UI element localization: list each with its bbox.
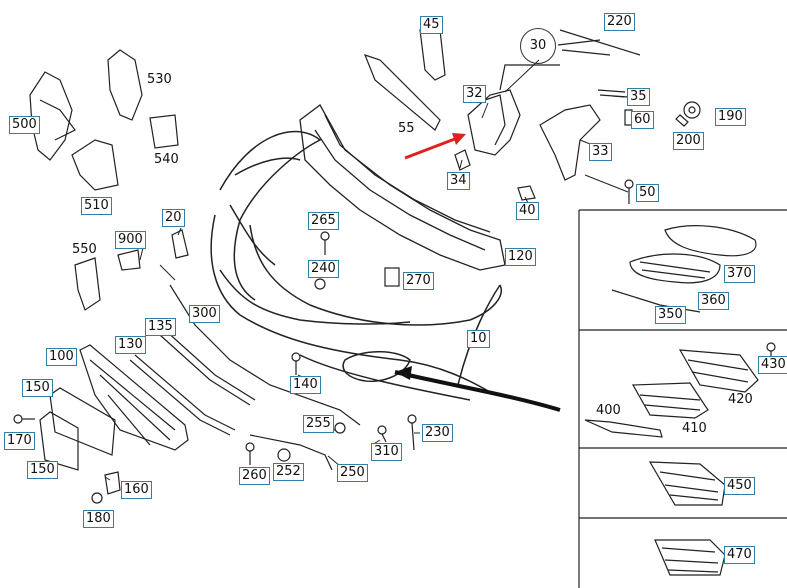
inset-pointer-arrow	[394, 370, 561, 412]
callout-500: 500	[9, 116, 40, 134]
callout-230: 230	[422, 424, 453, 442]
callout-300: 300	[189, 305, 220, 323]
callout-200: 200	[673, 132, 704, 150]
callout-34: 34	[447, 172, 470, 190]
callout-420: 420	[728, 392, 753, 407]
callout-150-bottom: 150	[27, 461, 58, 479]
callout-360: 360	[698, 292, 729, 310]
callout-180: 180	[83, 510, 114, 528]
callout-530: 530	[147, 72, 172, 87]
callout-430: 430	[758, 356, 787, 374]
callout-160: 160	[121, 481, 152, 499]
callout-310: 310	[371, 443, 402, 461]
callout-20: 20	[162, 209, 185, 227]
callout-40: 40	[516, 202, 539, 220]
inset-pointer-arrowhead	[395, 366, 412, 380]
callout-220: 220	[604, 13, 635, 31]
callout-410: 410	[682, 421, 707, 436]
callout-265: 265	[308, 212, 339, 230]
callout-35: 35	[627, 88, 650, 106]
callout-32: 32	[463, 85, 486, 103]
callout-130: 130	[115, 336, 146, 354]
fasteners	[13, 101, 776, 504]
upper-brackets	[363, 29, 641, 201]
callout-33: 33	[589, 143, 612, 161]
callout-10: 10	[467, 330, 490, 348]
bumper-cover	[210, 130, 502, 401]
callout-150-top: 150	[22, 379, 53, 397]
leader-lines	[104, 59, 629, 481]
red-arrow	[404, 133, 466, 160]
callout-400: 400	[596, 403, 621, 418]
callout-510: 510	[81, 197, 112, 215]
callout-170: 170	[4, 432, 35, 450]
callout-370: 370	[724, 265, 755, 283]
callout-240: 240	[308, 260, 339, 278]
callout-45: 45	[420, 16, 443, 34]
inset-frame	[578, 209, 787, 588]
callout-120: 120	[505, 248, 536, 266]
callout-30: 30	[520, 28, 556, 64]
callout-255: 255	[303, 415, 334, 433]
callout-135: 135	[145, 318, 176, 336]
callout-252: 252	[273, 463, 304, 481]
callout-540: 540	[154, 152, 179, 167]
callout-350: 350	[655, 306, 686, 324]
callout-250: 250	[337, 464, 368, 482]
callout-900: 900	[115, 231, 146, 249]
callout-55: 55	[398, 121, 415, 136]
callout-140: 140	[290, 376, 321, 394]
callout-50: 50	[636, 184, 659, 202]
callout-100: 100	[46, 348, 77, 366]
callout-450: 450	[724, 477, 755, 495]
side-panels	[29, 49, 189, 311]
callout-270: 270	[403, 272, 434, 290]
inset-parts	[584, 225, 759, 576]
callout-260: 260	[239, 467, 270, 485]
callout-470: 470	[724, 546, 755, 564]
callout-190: 190	[715, 108, 746, 126]
callout-550: 550	[72, 242, 97, 257]
callout-60: 60	[631, 111, 654, 129]
